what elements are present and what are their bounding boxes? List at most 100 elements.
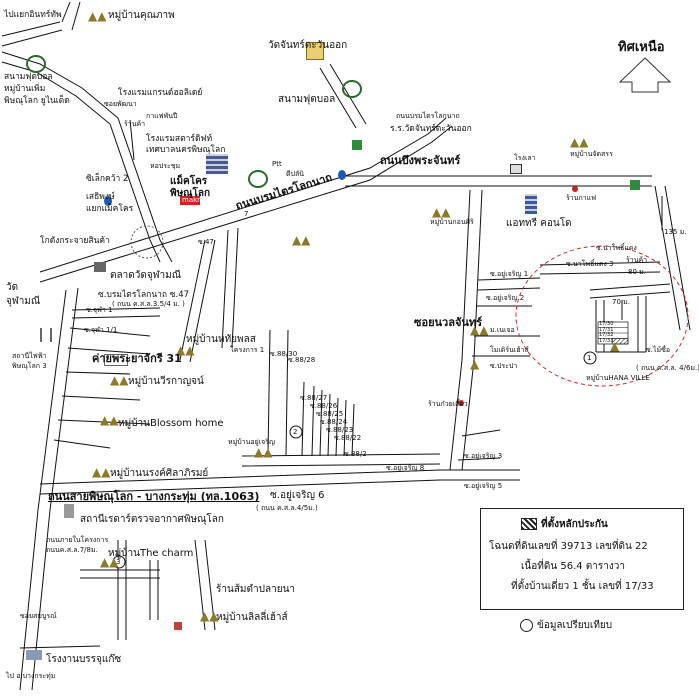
village-icon: ▲▲ [88,9,107,23]
label-condo: แอททรี คอนโด [506,218,572,229]
label-moo-ban-narong: หมู่บ้านนรงค์ศิลาภิรมย์ [110,468,209,479]
label-soi-napho3: ซ.นาโพธิ์แดง 3 [566,260,614,268]
legend-line-1: โฉนดที่ดินเลขที่ 39713 เลขที่ดิน 22 [489,541,648,552]
label-soi-aryu8: ซ.อยู่เจริญ 8 [386,464,425,472]
label-kwin-lao: โรงเลา [514,154,536,162]
label-makro-sign: makro [182,196,205,204]
label-makro2: พิษณุโลก [170,188,211,199]
label-moo-ban-wirakarn: หมู่บ้านวีรกาญจน์ [128,376,204,387]
label-soi-aryu6-sub: ( ถนน ค.ส.ล.4/5ม.) [256,504,318,512]
label-soi-88-27: ซ.88/27 [300,394,328,402]
label-d70: 70 ม. [612,298,630,306]
road-to-intharathap: ไปแยกอินทร์ทัพ [4,10,62,20]
marker-1-ring [583,351,597,365]
makro-sign-icon [180,196,200,205]
village-icon: ▲▲ [200,609,219,623]
label-soi-88-22: ซ.88/22 [334,434,362,442]
label-soi-aryu3: ซ.อยู่เจริญ 3 [464,452,503,460]
village-icon: ▲ [610,339,620,353]
north-arrow-icon [618,57,672,93]
marker-2: 2 [293,428,298,436]
label-phitsanulok-unlimited: พิษณุโลก ยูไนเต็ด [4,96,70,106]
label-makro-junction: แยกแม็คโคร [86,204,134,214]
label-wat-chan-ok: วัดจันทร์ตะวันออก [268,40,348,51]
label-moo-ban-klang: หมู่บ้านกอนศิริ [430,218,474,226]
label-soi-boromtrai: ซ.บรมไตรโลกนาถ ซ.47 [98,290,190,300]
collateral-swatch [521,518,537,530]
label-soi-chula1: ซ.จุฬา 1 [86,306,113,314]
label-hall-name: 7 [244,210,249,218]
label-station: สถานีไฟฟ้า [12,352,47,360]
marker-3-ring [112,555,126,569]
label-stadium2: สนามฟุตบอล [278,94,336,105]
village-icon: ▲▲ [570,135,589,149]
compare-legend: ข้อมูลเปรียบเทียบ [520,618,612,633]
label-d135: 135 ม. [664,228,687,236]
label-soi-88-2: ซ.88/2 [344,450,367,458]
label-factory: โรงงานบรรจุแก๊ซ [46,654,122,665]
label-soi-aryu6: ซ.อยู่เจริญ 6 [270,490,325,501]
condo-icon [525,194,537,214]
label-moo-ban-charm: หมู่บ้านThe charm [108,548,194,559]
label-soi-prapa: ซ.ประปา [490,362,518,370]
village-icon: ▲▲ [470,323,489,337]
barrack-icon [104,354,128,366]
label-khrongkan-soi: ถนนภายในโครงการ [46,536,109,544]
legend-title: ที่ตั้งหลักประกัน [541,519,608,530]
village-icon: ▲▲ [100,555,119,569]
stadium-icon [248,170,268,188]
label-moo-ban-khunaphap: หมู่บ้านคุณภาพ [108,10,175,21]
label-soi-aryu2: ซ.อยู่เจริญ 2 [486,294,525,302]
label-moo-ban-hatyai: หมู่บ้านหทัยพลส [186,334,256,345]
label-soi-phapa: ซอยพัฒนา [104,100,137,108]
label-m-nen: ม.เนเจอ [490,326,515,334]
compare-label: ข้อมูลเปรียบเทียบ [537,620,613,631]
tower-icon [40,328,52,342]
label-thesaban: เทศบาลนครพิษณุโลก [146,145,226,155]
temple-icon [306,42,324,60]
village-icon: ▲ [470,357,480,371]
label-moo-ban-chatsorn: หมู่บ้านจัดสรร [570,150,613,158]
hana-ville-circle [515,245,689,387]
shop-pin-icon [458,400,464,406]
label-ptt2: ดีปลันิ [286,170,305,178]
label-soi-88-25: ซ.88/25 [316,410,344,418]
label-soi-boromtrai-sub: ( ถนน ค.ส.ล.3.5/4 ม. ) [112,300,185,308]
village-icon: ▲▲ [110,373,129,387]
label-soi-sombun: ซอยสมบูรณ์ [20,612,57,620]
label-road-bueng-phra-chan: ถนนบึงพระจันทร์ [380,154,461,167]
ptt-icon [338,170,346,180]
label-school-wat: ร.ร.วัดจันทร์ตะวันออก [390,124,472,134]
label-shop-1: ร้านค้า [124,120,146,128]
label-cafe-kwan: กาแฟพันปี [146,112,178,120]
label-soi-napho: ซ.นาโพธิ์แดง [596,244,637,252]
legend-box: ที่ตั้งหลักประกัน โฉนดที่ดินเลขที่ 39713… [480,508,684,610]
label-wat-chula: จุฬามณี [6,296,41,307]
makro-junction-circle [130,225,164,259]
legend-line-3: ที่ตั้งบ้านเดี่ยว 1 ชั้น เลขที่ 17/33 [511,581,654,592]
label-soi-88-30: ซ.88/30 [270,350,298,358]
label-soi-88-23: ซ.88/23 [326,426,354,434]
label-soi-wat: ถนนบรมไตรโลกนาถ [396,112,460,120]
label-hall-phoem: หอประชุม [150,162,181,170]
plot-17-30: 17/30 [599,321,614,327]
shop-icon [174,622,182,630]
hana-plots [597,321,629,345]
label-stadium1: สนามฟุตบอล [4,72,53,82]
plot-17-32: 17/32 [599,332,614,338]
label-road-1063: ถนนสายพิษณุโลก - บางกระทุ่ม (ทล.1063) [48,490,260,503]
road-lines [1,1,691,691]
building-icon [206,154,228,174]
label-satani: สถานีเรดาร์ตรวจอากาศพิษณุโลก [80,514,224,525]
label-soi-maisue: ซ.ไม้ซื่อ [646,346,671,354]
label-hotel-kratok: โรงแรมแกรนด์ฮอลิเดย์ [118,88,203,98]
label-shop-kha: ร้านค้า [626,256,648,264]
compare-ring-icon [520,618,533,632]
seven-eleven-icon [352,140,362,150]
label-robinson: ซิเล็กคว้า 2 [86,174,129,184]
label-sethe: เสธิพงษ์ [86,192,115,202]
label-m-mexico: โมเดิร์นเฮ้าส์ [490,346,529,354]
village-icon: ▲▲ [92,465,111,479]
label-shop-kuay: ร้านก๋วยเตี๋ยว [428,400,468,408]
